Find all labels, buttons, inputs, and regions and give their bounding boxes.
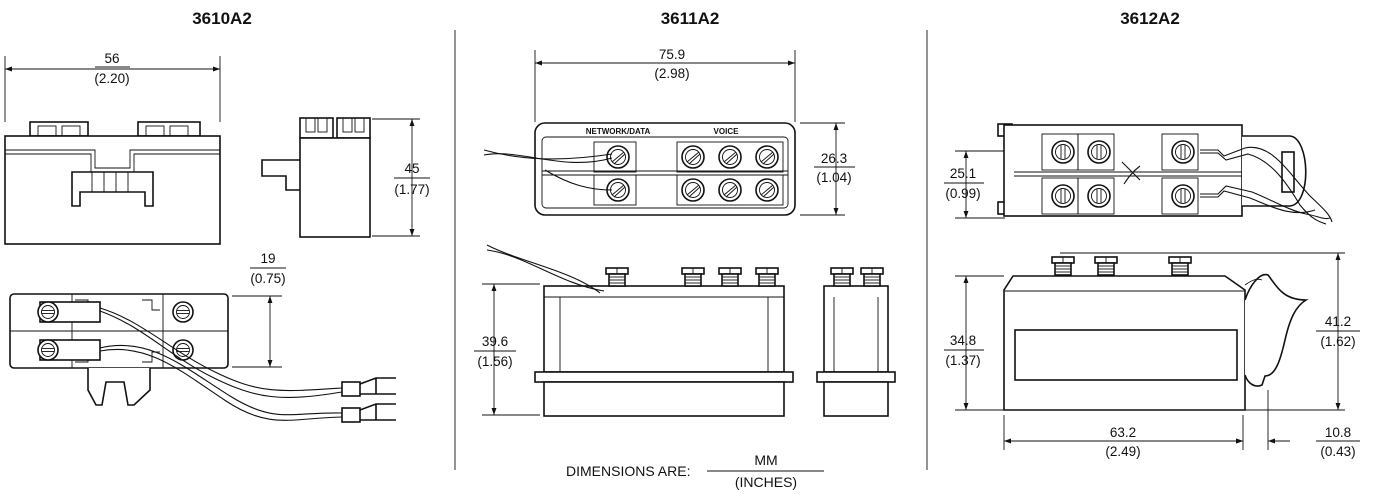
dim-length-mm: 63.2 [1110, 425, 1136, 440]
dim-top-height-in-3612: (0.99) [945, 186, 980, 201]
label-network-data: NETWORK/DATA [586, 127, 651, 136]
dim-width-in: (2.20) [94, 71, 129, 86]
front-view-3611 [486, 244, 794, 417]
dimensions-legend: DIMENSIONS ARE: MM (INCHES) [566, 452, 824, 490]
dim-body-height-mm: 34.8 [950, 333, 976, 348]
legend-inches: (INCHES) [735, 474, 797, 490]
dim-width-mm: 56 [104, 51, 119, 66]
dim-body-height-in: (1.37) [945, 353, 980, 368]
side-view-3610 [261, 117, 371, 238]
dim-top-height-mm: 26.3 [821, 151, 847, 166]
section-3610a2: 3610A2 56 (2.20) [4, 9, 430, 423]
top-view-3611: NETWORK/DATA VOICE [483, 122, 796, 216]
dim-side-height-mm: 39.6 [482, 334, 508, 349]
dim-height-in: (1.77) [394, 182, 429, 197]
bottom-view-3610 [9, 293, 396, 423]
dim-depth-mm: 19 [260, 251, 275, 266]
dim-length-in: (2.49) [1105, 444, 1140, 459]
legend-mm: MM [754, 452, 777, 468]
dim-depth-in: (0.75) [250, 271, 285, 286]
dim-side-height-in: (1.56) [477, 354, 512, 369]
section-3612a2: 3612A2 25.1 (0.99) [944, 9, 1360, 459]
section-3611a2: 3611A2 75.9 (2.98) NETWORK/DATA VOICE [474, 9, 896, 490]
dim-width-mm-3611: 75.9 [659, 47, 685, 62]
top-view-3612 [997, 123, 1333, 225]
front-view-3610 [4, 121, 221, 245]
dim-width-in-3611: (2.98) [654, 66, 689, 81]
dim-total-height-mm: 41.2 [1325, 314, 1351, 329]
title-3610a2: 3610A2 [192, 9, 252, 28]
side-view-3612 [1003, 256, 1309, 411]
title-3611a2: 3611A2 [661, 9, 720, 28]
side-view-3611 [816, 267, 896, 417]
dim-top-height-in: (1.04) [816, 170, 851, 185]
dim-top-height-mm-3612: 25.1 [950, 166, 976, 181]
title-3612a2: 3612A2 [1120, 9, 1180, 28]
legend-prefix: DIMENSIONS ARE: [566, 463, 690, 479]
dim-height-mm: 45 [404, 161, 419, 176]
dim-total-height-in: (1.62) [1320, 334, 1355, 349]
dim-ext-in: (0.43) [1320, 444, 1355, 459]
label-voice: VOICE [714, 127, 740, 136]
dim-ext-mm: 10.8 [1325, 425, 1351, 440]
